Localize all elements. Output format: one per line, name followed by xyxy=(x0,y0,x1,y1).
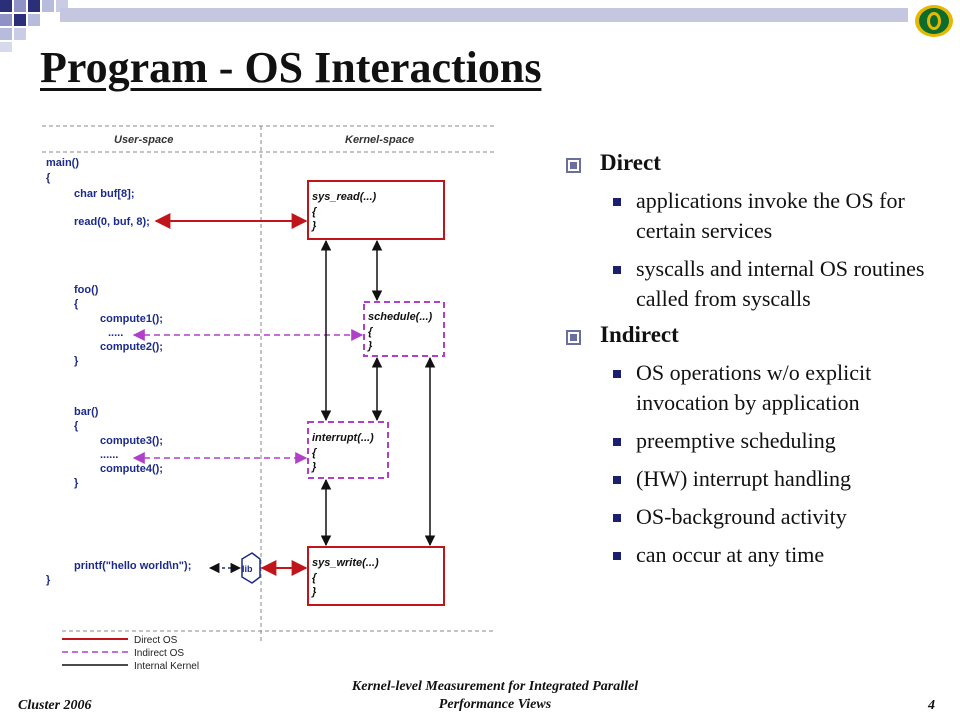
page-number: 4 xyxy=(928,698,935,713)
code-dots: ..... xyxy=(108,327,123,339)
code-brace: { xyxy=(46,172,51,184)
footer-title-line: Kernel-level Measurement for Integrated … xyxy=(351,679,639,694)
code-brace: { xyxy=(74,420,79,432)
footer-conference: Cluster 2006 xyxy=(18,698,92,713)
sys-write-label: sys_write(...) xyxy=(312,557,379,569)
bullet-indirect-label: Indirect xyxy=(600,322,679,347)
sub-bullet-text: syscalls and internal OS routines called… xyxy=(636,256,925,311)
code-read: read(0, buf, 8); xyxy=(74,216,150,228)
schedule-label: schedule(...) xyxy=(368,311,433,323)
interrupt-brace: } xyxy=(311,461,317,473)
sub-bullet: syscalls and internal OS routines called… xyxy=(566,254,946,314)
sub-bullet-icon xyxy=(613,514,621,522)
sub-bullet-icon xyxy=(613,552,621,560)
sys-read-box xyxy=(307,180,445,240)
bullet-direct-label: Direct xyxy=(600,150,661,175)
sub-bullet-text: (HW) interrupt handling xyxy=(636,466,852,491)
sub-bullet-text: OS operations w/o explicit invocation by… xyxy=(636,360,872,415)
sys-write-brace: } xyxy=(311,586,317,598)
sub-bullet: OS operations w/o explicit invocation by… xyxy=(566,358,946,418)
sub-bullet-icon xyxy=(613,438,621,446)
sub-bullet-text: can occur at any time xyxy=(636,542,825,567)
lib-label: lib xyxy=(242,564,253,574)
sys-read-label: sys_read(...) xyxy=(312,191,377,203)
legend-indirect-label: Indirect OS xyxy=(134,648,184,659)
header-decoration xyxy=(0,0,908,52)
sub-bullet: preemptive scheduling xyxy=(566,426,946,456)
code-compute3: compute3(); xyxy=(100,435,163,447)
sub-bullet: (HW) interrupt handling xyxy=(566,464,946,494)
title-region: Program - OS Interactions xyxy=(40,42,541,93)
code-dots: ...... xyxy=(100,449,118,461)
code-brace: { xyxy=(74,298,79,310)
code-brace: } xyxy=(74,477,79,489)
interrupt-box xyxy=(307,421,389,479)
bullet-indirect: Indirect xyxy=(566,322,946,348)
page-title: Program - OS Interactions xyxy=(40,43,542,92)
schedule-box xyxy=(363,301,445,357)
sub-bullet-icon xyxy=(613,476,621,484)
code-brace: } xyxy=(46,574,51,586)
sub-bullet: can occur at any time xyxy=(566,540,946,570)
interrupt-brace: { xyxy=(312,447,318,459)
schedule-brace: { xyxy=(368,326,374,338)
kernel-space-header: Kernel-space xyxy=(345,134,414,146)
sub-bullet-icon xyxy=(613,266,621,274)
user-space-header: User-space xyxy=(114,134,173,146)
code-compute1: compute1(); xyxy=(100,313,163,325)
lib-node xyxy=(241,552,261,584)
code-printf: printf("hello world\n"); xyxy=(74,560,191,572)
sys-read-brace: { xyxy=(312,206,318,218)
footer-title-line: Performance Views xyxy=(438,697,552,712)
university-logo-icon xyxy=(915,5,953,37)
code-char-buf: char buf[8]; xyxy=(74,188,135,200)
sys-read-brace: } xyxy=(311,220,317,232)
bullet-square-icon xyxy=(566,158,581,173)
sub-bullet-text: OS-background activity xyxy=(636,504,847,529)
sub-bullet-text: preemptive scheduling xyxy=(636,428,836,453)
sub-bullet: applications invoke the OS for certain s… xyxy=(566,186,946,246)
sub-bullet-text: applications invoke the OS for certain s… xyxy=(636,188,905,243)
interrupt-label: interrupt(...) xyxy=(312,432,374,444)
footer-title: Kernel-level Measurement for Integrated … xyxy=(300,678,690,714)
code-compute2: compute2(); xyxy=(100,341,163,353)
code-brace: } xyxy=(74,355,79,367)
code-foo: foo() xyxy=(74,284,99,296)
code-main: main() xyxy=(46,157,79,169)
os-interaction-diagram: User-space Kernel-space main() { char bu… xyxy=(42,125,494,672)
sys-write-box xyxy=(307,546,445,606)
sub-bullet-icon xyxy=(613,198,621,206)
sub-bullet-icon xyxy=(613,370,621,378)
legend-internal-label: Internal Kernel xyxy=(134,661,199,672)
sub-bullet: OS-background activity xyxy=(566,502,946,532)
schedule-brace: } xyxy=(367,340,373,352)
sys-write-brace: { xyxy=(312,572,318,584)
bullet-square-icon xyxy=(566,330,581,345)
legend-direct-label: Direct OS xyxy=(134,635,178,646)
code-compute4: compute4(); xyxy=(100,463,163,475)
code-bar: bar() xyxy=(74,406,99,418)
bullet-list: Direct applications invoke the OS for ce… xyxy=(566,150,946,578)
bullet-direct: Direct xyxy=(566,150,946,176)
